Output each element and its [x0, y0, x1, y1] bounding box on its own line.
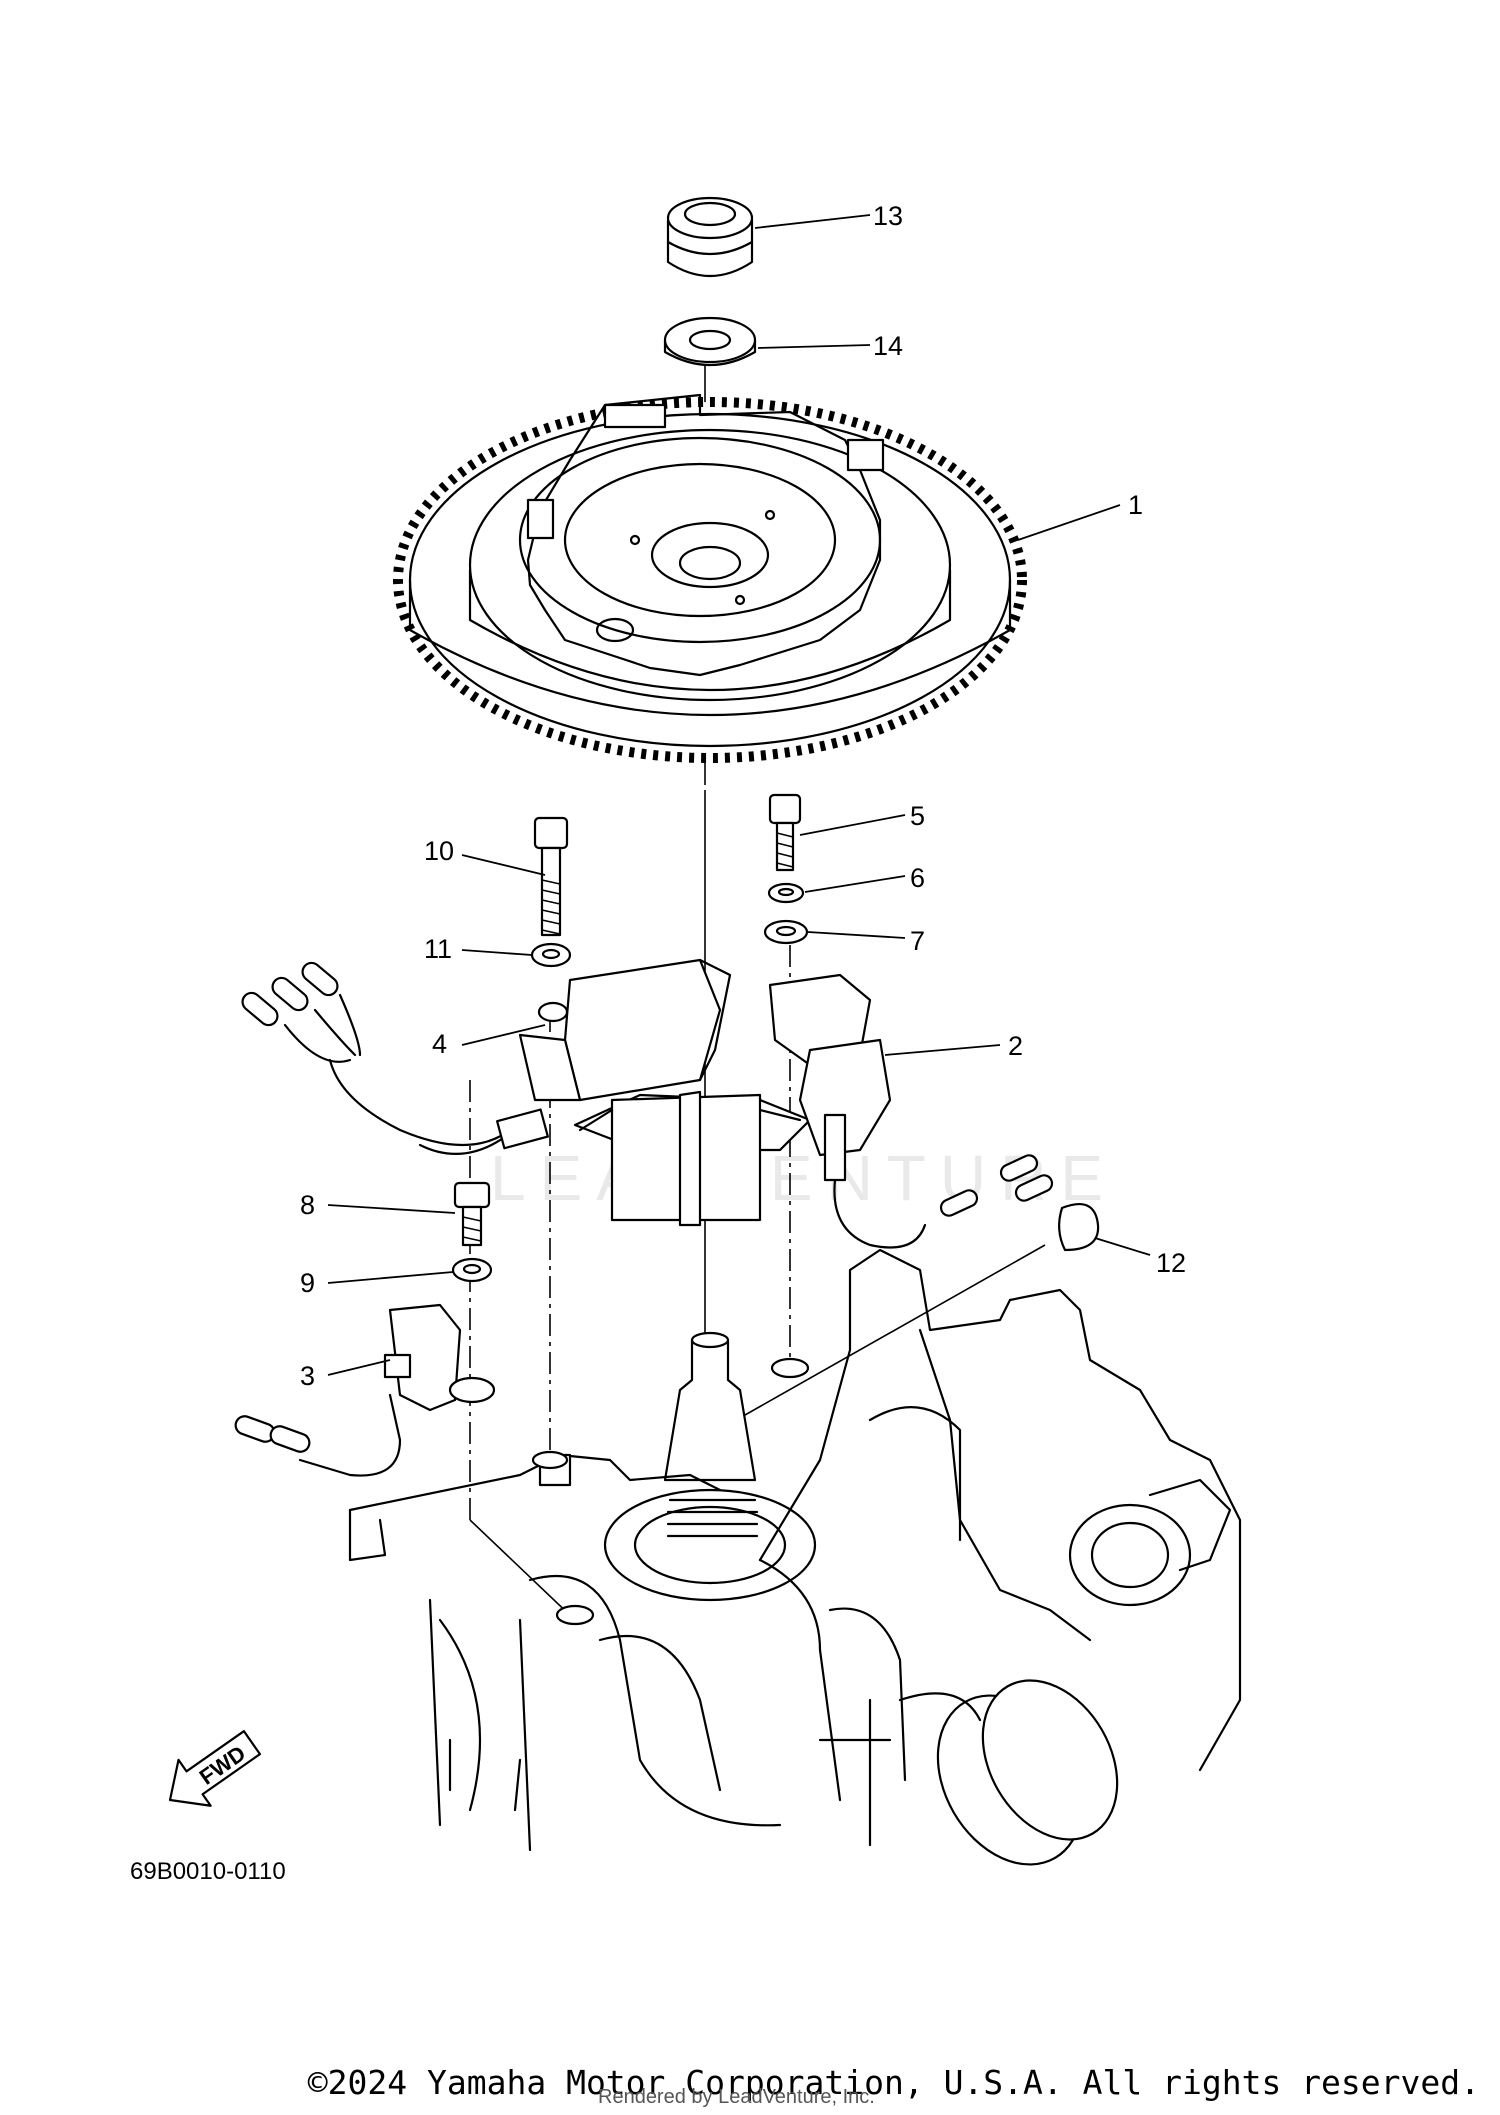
diagram-code: 69B0010-0110	[130, 1858, 286, 1885]
stator-coil	[573, 1090, 812, 1227]
washer-left	[530, 942, 572, 968]
sensor	[234, 1303, 496, 1477]
leader-lines	[327, 214, 1151, 1376]
callout-1: 1	[1128, 490, 1143, 520]
engine-block	[348, 1248, 1242, 1866]
bolt-left	[533, 816, 569, 937]
callout-14: 14	[873, 331, 903, 361]
connector-right	[939, 1154, 1054, 1217]
flywheel-nut	[666, 196, 754, 278]
copyright-notice: ©2024 Yamaha Motor Corporation, U.S.A. A…	[307, 2063, 1480, 2102]
crankshaft	[603, 1331, 817, 1602]
callout-10: 10	[424, 836, 454, 866]
bolt-small	[453, 1181, 491, 1247]
callout-7: 7	[910, 926, 925, 956]
callout-9: 9	[300, 1268, 315, 1298]
pulser-coil	[768, 973, 1054, 1249]
callout-3: 3	[300, 1361, 315, 1391]
lock-washer	[767, 882, 805, 904]
flywheel	[393, 393, 1027, 763]
callout-5: 5	[910, 801, 925, 831]
fwd-arrow-icon: FWD	[168, 1730, 262, 1807]
callout-12: 12	[1156, 1248, 1186, 1278]
callout-2: 2	[1008, 1031, 1023, 1061]
callout-13: 13	[873, 201, 903, 231]
washer	[663, 316, 757, 367]
flat-washer-right	[763, 919, 809, 945]
callout-4: 4	[432, 1029, 447, 1059]
rendered-by-notice: Rendered by LeadVenture, Inc.	[598, 2086, 875, 2108]
connector-left	[241, 961, 362, 1063]
callout-8: 8	[300, 1190, 315, 1220]
callouts: 13 14 1 5 10 6 11 7 4 2 8 12 9 3	[300, 201, 1186, 1391]
bolt-right	[768, 793, 802, 872]
washer-small	[451, 1257, 493, 1283]
watermark: LEADVENTURE	[490, 1142, 1117, 1214]
charge-coil	[241, 958, 732, 1156]
woodruff-key	[1058, 1203, 1100, 1252]
callout-6: 6	[910, 863, 925, 893]
callout-11: 11	[424, 934, 452, 964]
